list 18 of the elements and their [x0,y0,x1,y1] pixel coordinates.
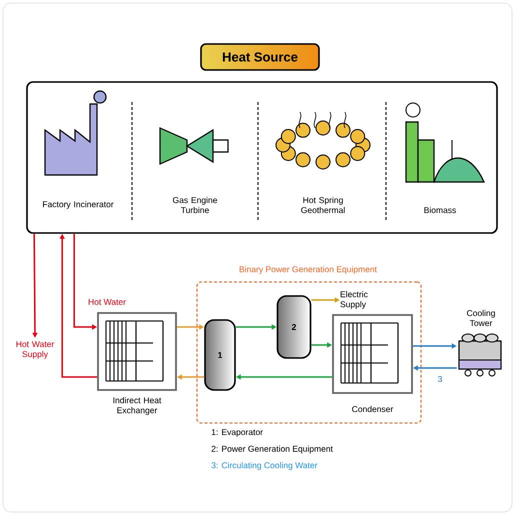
supply-label: Hot Water Supply [16,341,54,359]
edge-label: Hot Water [87,298,127,306]
key-text: 2: Power Generation Equipment [212,446,333,454]
source-label: Hot Spring Geothermal [301,196,345,214]
source-label: Factory Incinerator [43,201,114,209]
source-label: Biomass [424,206,456,214]
vessel: 1 [204,319,236,391]
group-heading: Binary Power Generation Equipment [240,266,377,274]
box-caption: Indirect Heat Exchanger [113,397,162,415]
panel-box [26,81,498,234]
box-caption: Condenser [352,406,394,412]
key-text: 1: Evaporator [212,429,263,437]
vessel: 2 [276,295,312,359]
title-box: Heat Source [200,43,320,71]
supply-label: Electric Supply [340,291,368,309]
source-label: Gas Engine Turbine [172,196,218,214]
tower-caption: Cooling Tower [467,310,495,326]
key-text: 3: Circulating Cooling Water [212,462,318,470]
